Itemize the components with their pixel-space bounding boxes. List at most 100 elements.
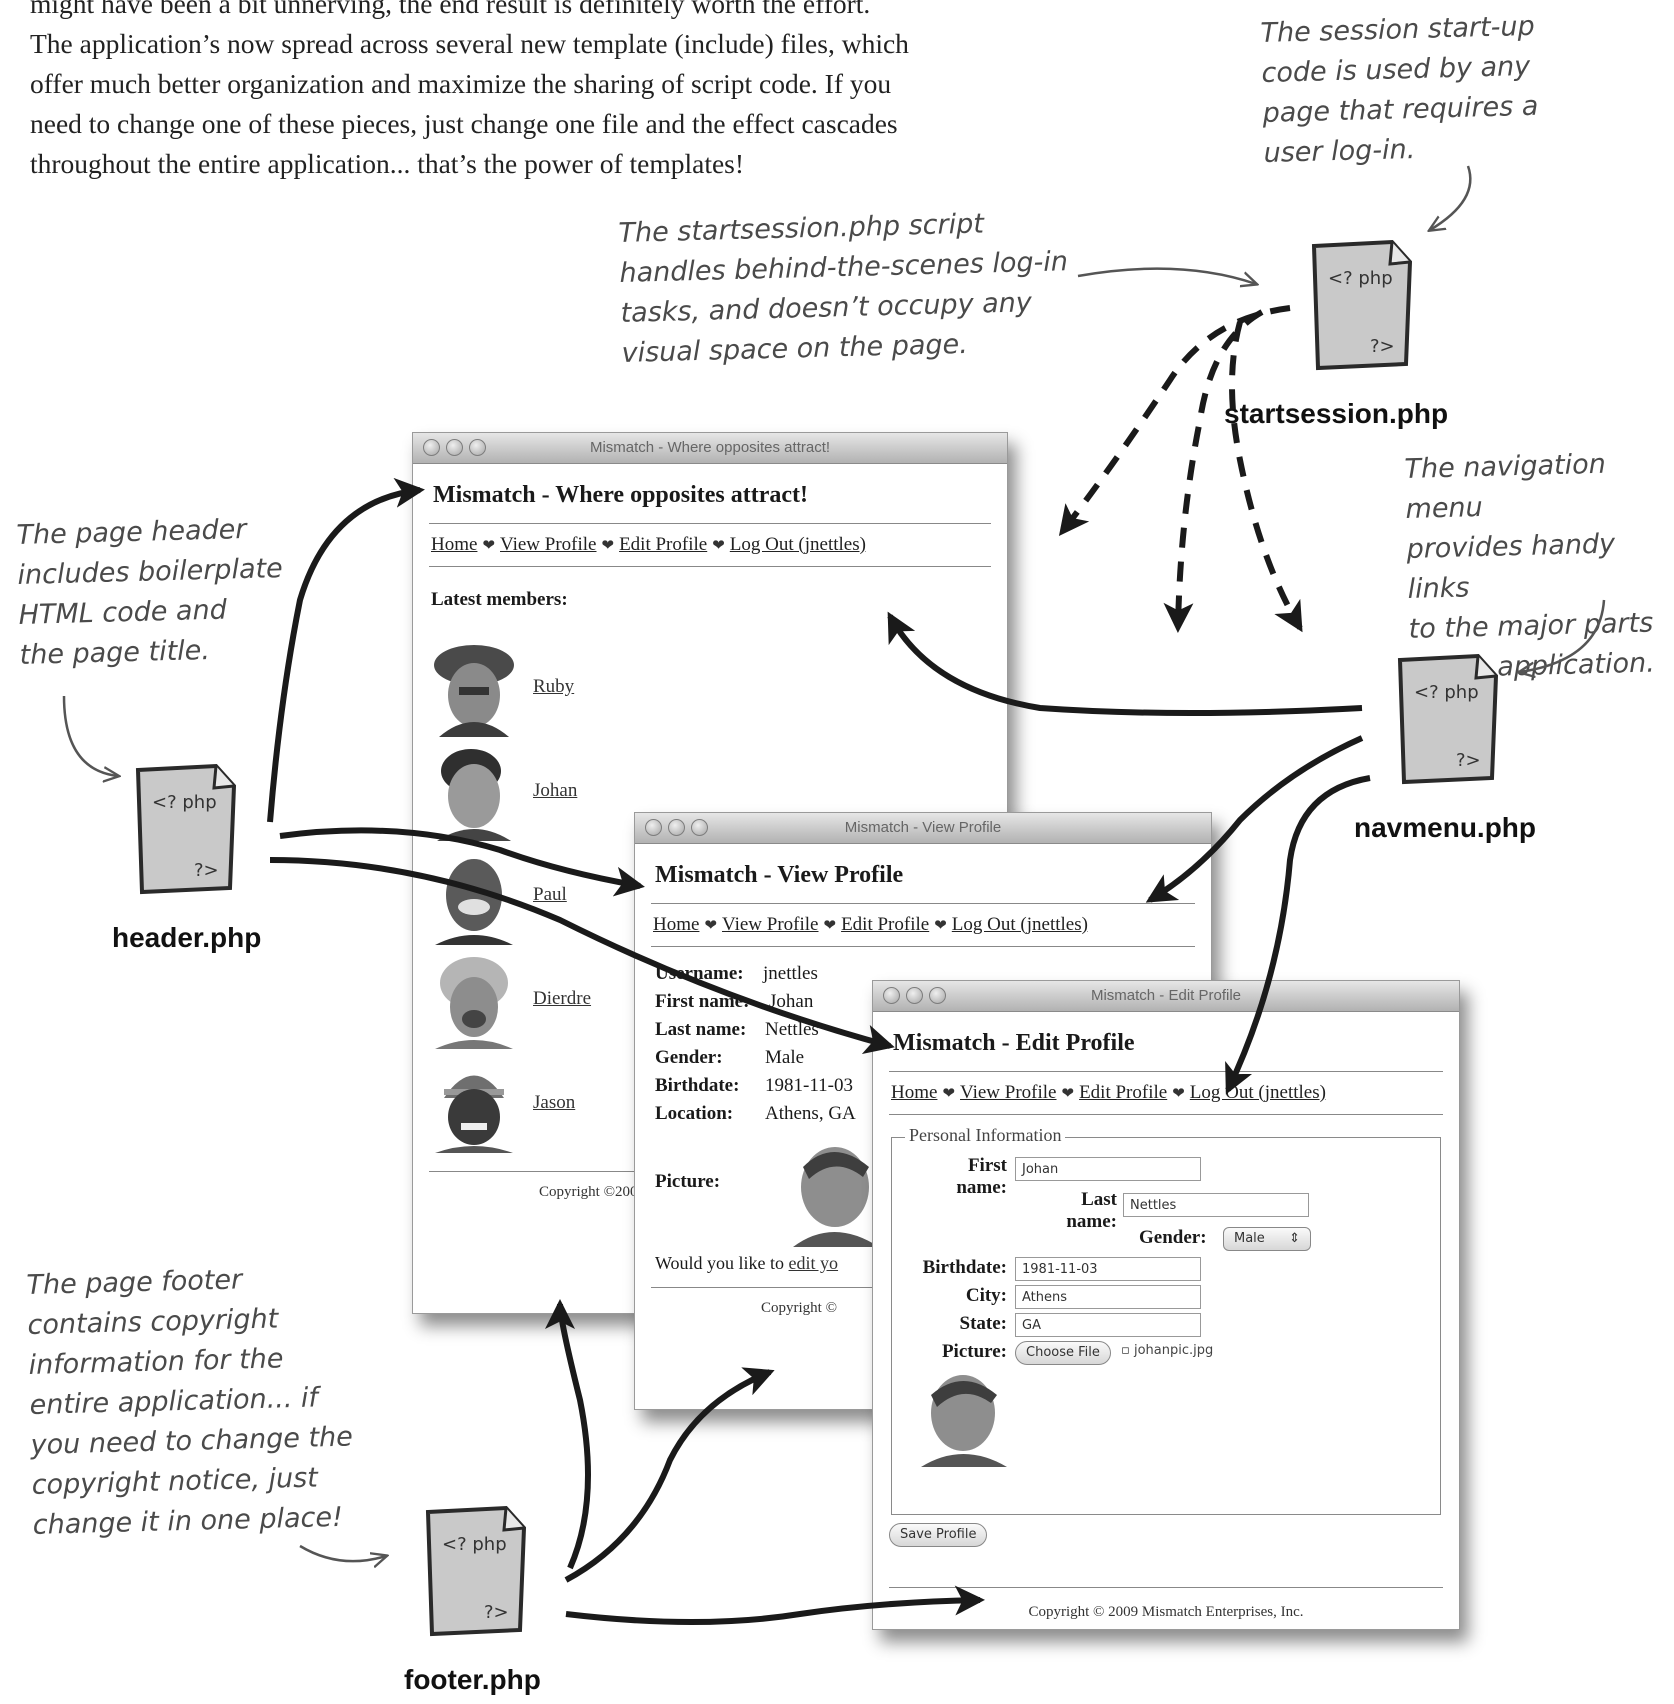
member-link[interactable]: Jason bbox=[533, 1092, 576, 1113]
birthdate-label: Birthdate: bbox=[655, 1075, 740, 1096]
nav-edit-profile-link[interactable]: Edit Profile bbox=[1079, 1082, 1168, 1103]
state-input[interactable]: GA bbox=[1015, 1313, 1201, 1337]
nav-view-profile-link[interactable]: View Profile bbox=[960, 1082, 1057, 1103]
nav-home-link[interactable]: Home bbox=[653, 914, 700, 935]
gender-value: Male bbox=[765, 1047, 805, 1068]
minimize-light-icon[interactable] bbox=[668, 819, 685, 836]
startsession-dashed-arrow bbox=[1058, 305, 1291, 536]
last-name-input[interactable]: Nettles bbox=[1123, 1193, 1309, 1217]
intro-line-4: need to change one of these pieces, just… bbox=[30, 108, 898, 139]
window-title: Mismatch - View Profile bbox=[844, 819, 1002, 836]
gender-label: Gender: bbox=[1139, 1227, 1207, 1248]
member-photo[interactable] bbox=[429, 637, 519, 737]
member-row: Paul bbox=[429, 843, 991, 947]
gender-select-value: Male bbox=[1234, 1231, 1265, 1246]
heart-icon: ❤ bbox=[601, 538, 615, 554]
footer-filename: footer.php bbox=[404, 1664, 541, 1695]
edit-profile-link[interactable]: edit yo bbox=[788, 1253, 839, 1273]
window-controls bbox=[645, 819, 708, 836]
city-input[interactable]: Athens bbox=[1015, 1285, 1201, 1309]
close-light-icon[interactable] bbox=[423, 439, 440, 456]
nav-logout-link[interactable]: Log Out (jnettles) bbox=[729, 534, 866, 555]
first-name-label: First name: bbox=[956, 1155, 1007, 1198]
personal-info-fieldset: Personal Information First name: Johan L… bbox=[889, 1125, 1443, 1515]
member-link[interactable]: Dierdre bbox=[533, 988, 592, 1009]
first-name-label: First name: bbox=[655, 991, 750, 1012]
nav-view-profile-link[interactable]: View Profile bbox=[500, 534, 597, 555]
php-file-icon: <? php ?> bbox=[135, 763, 237, 895]
footer-file-icon: <? php ?> bbox=[414, 1502, 534, 1642]
city-label: City: bbox=[965, 1285, 1007, 1306]
minimize-light-icon[interactable] bbox=[446, 439, 463, 456]
birthdate-input[interactable]: 1981-11-03 bbox=[1015, 1257, 1201, 1281]
picture-label: Picture: bbox=[655, 1171, 721, 1192]
profile-picture-preview bbox=[921, 1375, 1007, 1467]
divider bbox=[651, 903, 1195, 904]
footer-arrow bbox=[565, 1585, 985, 1625]
php-close-tag: ?> bbox=[194, 860, 219, 881]
nav-edit-profile-link[interactable]: Edit Profile bbox=[619, 534, 708, 555]
intro-line-5: throughout the entire application... tha… bbox=[30, 148, 745, 179]
nav-menu: Home❤View Profile❤Edit Profile❤Log Out (… bbox=[651, 904, 1195, 946]
member-link[interactable]: Ruby bbox=[533, 676, 575, 697]
nav-logout-link[interactable]: Log Out (jnettles) bbox=[951, 914, 1088, 935]
minimize-light-icon[interactable] bbox=[906, 987, 923, 1004]
member-photo[interactable] bbox=[429, 1053, 519, 1153]
birthdate-value: 1981-11-03 bbox=[765, 1075, 853, 1096]
pointer-arrow bbox=[1077, 267, 1256, 284]
pointer-arrow bbox=[1430, 165, 1472, 230]
close-light-icon[interactable] bbox=[645, 819, 662, 836]
php-open-tag: <? php bbox=[442, 1534, 507, 1555]
nav-edit-profile-link[interactable]: Edit Profile bbox=[841, 914, 930, 935]
page-title: Mismatch - Where opposites attract! bbox=[433, 482, 809, 508]
zoom-light-icon[interactable] bbox=[469, 439, 486, 456]
nav-home-link[interactable]: Home bbox=[891, 1082, 938, 1103]
titlebar: Mismatch - Edit Profile bbox=[873, 981, 1459, 1012]
member-link[interactable]: Johan bbox=[533, 780, 578, 801]
page-title: Mismatch - Edit Profile bbox=[893, 1030, 1135, 1056]
close-light-icon[interactable] bbox=[883, 987, 900, 1004]
gender-select[interactable]: Male⇕ bbox=[1223, 1227, 1311, 1251]
navmenu-arrow bbox=[887, 611, 1363, 716]
window-controls bbox=[423, 439, 486, 456]
member-row: Jason bbox=[429, 1051, 991, 1155]
pointer-arrow bbox=[1520, 599, 1606, 672]
php-file-icon: <? php ?> bbox=[425, 1505, 527, 1637]
footer-arrow bbox=[564, 1367, 775, 1583]
divider bbox=[889, 1587, 1443, 1588]
startsession-dashed-arrow bbox=[1229, 321, 1303, 633]
window-title: Mismatch - Edit Profile bbox=[1090, 987, 1242, 1004]
location-label: Location: bbox=[655, 1103, 734, 1124]
save-profile-button[interactable]: Save Profile bbox=[889, 1523, 988, 1547]
zoom-light-icon[interactable] bbox=[929, 987, 946, 1004]
first-name-input[interactable]: Johan bbox=[1015, 1157, 1201, 1181]
member-row: Dierdre bbox=[429, 947, 991, 1051]
header-arrow bbox=[269, 857, 895, 1054]
header-file-icon: <? php ?> bbox=[124, 760, 244, 900]
header-arrow bbox=[279, 827, 645, 897]
php-close-tag: ?> bbox=[1456, 750, 1481, 771]
heart-icon: ❤ bbox=[942, 1086, 956, 1102]
zoom-light-icon[interactable] bbox=[691, 819, 708, 836]
heart-icon: ❤ bbox=[712, 538, 725, 554]
username-value: jnettles bbox=[763, 963, 818, 984]
nav-menu: Home❤View Profile❤Edit Profile❤Log Out (… bbox=[429, 524, 991, 566]
startsession-file-icon: <? php ?> bbox=[1300, 236, 1420, 376]
nav-logout-link[interactable]: Log Out (jnettles) bbox=[1189, 1082, 1326, 1103]
nav-home-link[interactable]: Home bbox=[431, 534, 478, 555]
choose-file-button[interactable]: Choose File bbox=[1015, 1341, 1111, 1365]
window-edit-profile: Mismatch - Edit Profile Mismatch - Edit … bbox=[872, 980, 1460, 1630]
gender-label: Gender: bbox=[655, 1047, 723, 1068]
member-photo[interactable] bbox=[429, 949, 519, 1049]
location-value: Athens, GA bbox=[765, 1103, 856, 1124]
window-controls bbox=[883, 987, 946, 1004]
heart-icon: ❤ bbox=[482, 538, 496, 554]
nav-view-profile-link[interactable]: View Profile bbox=[722, 914, 819, 935]
member-photo[interactable] bbox=[429, 845, 519, 945]
picture-label: Picture: bbox=[941, 1341, 1007, 1362]
profile-details: Username: jnettles First name: Johan Las… bbox=[651, 947, 1195, 1287]
titlebar: Mismatch - View Profile bbox=[635, 813, 1211, 844]
last-name-label: Last name: bbox=[655, 1019, 747, 1040]
member-link[interactable]: Paul bbox=[533, 884, 567, 905]
